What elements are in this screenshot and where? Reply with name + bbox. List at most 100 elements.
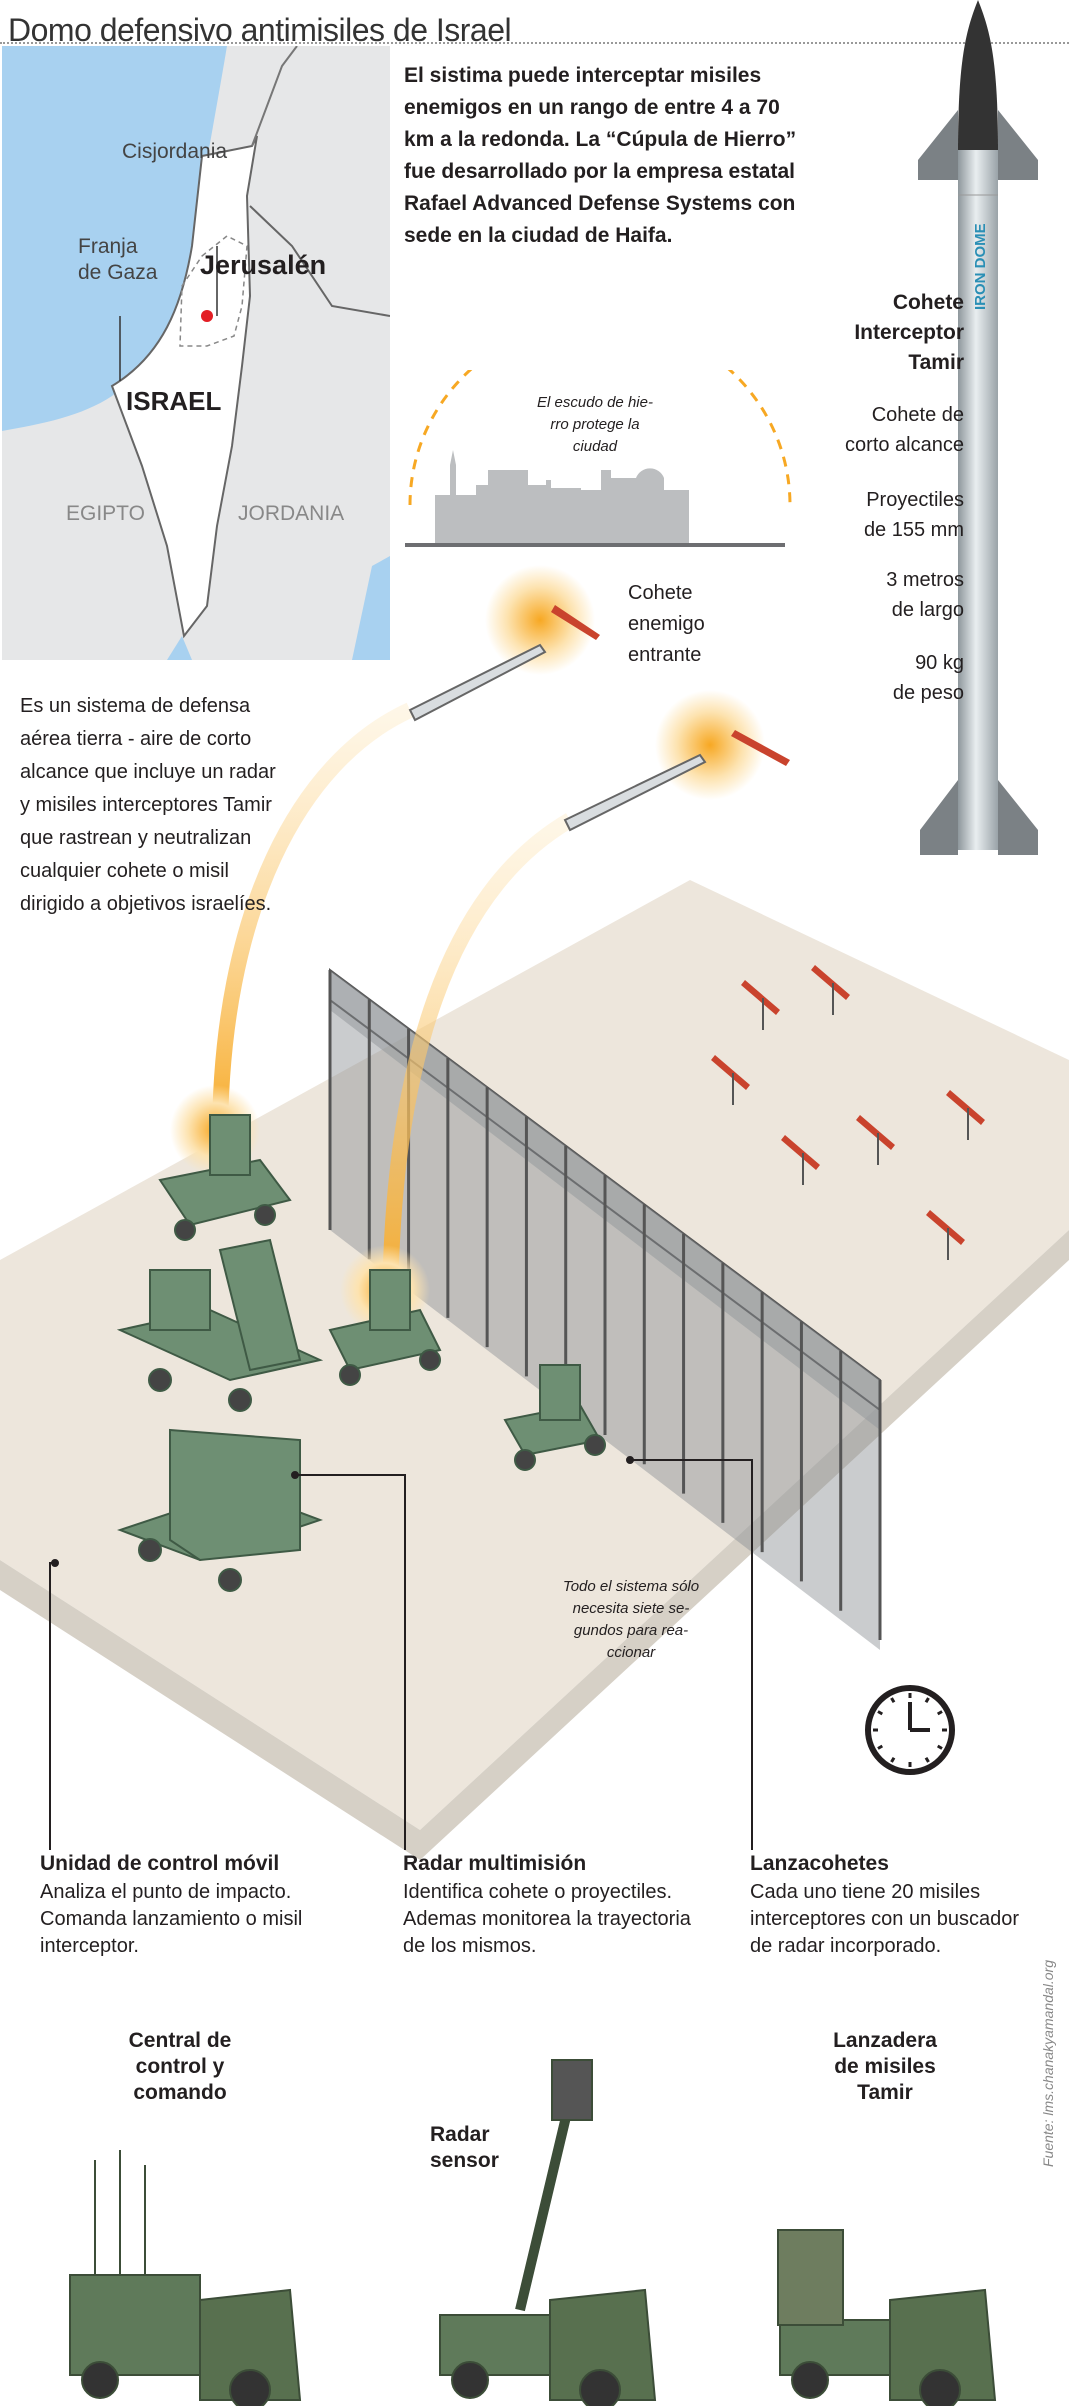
spec-line: 3 metros [886,569,964,591]
gaza-line2: de Gaza [78,261,158,284]
enemy-rocket-ground [946,1090,985,1125]
title-divider [0,42,1069,44]
note-line: necesita siete se- [572,1600,690,1617]
title-line: Lanzadera [833,2029,937,2052]
title-line: de misiles [834,2055,936,2078]
component-title: Lanzacohetes [750,1852,889,1875]
enemy-label-line: entrante [628,644,702,666]
interceptor-missile [408,643,547,722]
title-line: control y [135,2055,225,2078]
enemy-rocket [731,730,790,766]
enemy-rocket-ground [781,1135,820,1170]
clock-tick [877,1744,884,1750]
rocket-name-line: Tamir [908,351,964,374]
enemy-rocket-ground [856,1115,895,1150]
reaction-time-note: Todo el sistema sólo necesita siete se- … [526,1576,736,1664]
interceptor-trail [382,813,575,1321]
map-label-jordan: JORDANIA [238,502,345,525]
spec-line: corto alcance [845,434,964,456]
map-label-cisjordania: Cisjordania [122,140,228,163]
vehicle-title-radar: Radar sensor [430,2122,510,2174]
border-fence [328,968,882,1650]
component-text: Cada uno tiene 20 misiles interceptores … [750,1881,1020,1957]
enemy-rocket-ground [711,1055,750,1090]
enemy-label-line: Cohete [628,582,693,604]
launcher-vehicle [503,1364,606,1471]
system-description: Es un sistema de defensa aérea tierra - … [20,695,276,915]
control-vehicle [117,1428,323,1592]
tamir-rocket-illustration: IRON DOME [918,0,1038,855]
spec-length: 3 metros de largo [886,565,964,625]
enemy-rocket-ground [926,1210,965,1245]
dome-caption: El escudo de hie- rro protege la ciudad [500,392,690,458]
note-line: Todo el sistema sólo [562,1578,700,1595]
enemy-rocket-label: Cohete enemigo entrante [628,578,705,671]
intro-text: El sistima puede interceptar misiles ene… [404,64,797,247]
spec-line: Cohete de [871,404,964,426]
iron-dome-label: IRON DOME [972,223,989,310]
dome-caption-line: rro protege la [550,416,640,433]
israel-map: Cisjordania Franja de Gaza Jerusalén ISR… [2,45,391,660]
spec-line: Proyectiles [866,489,964,511]
clock-tick [877,1710,884,1716]
spec-line: de 155 mm [863,519,964,541]
title-line: Radar [430,2123,490,2146]
map-label-israel: ISRAEL [126,386,222,416]
radar-vehicle [116,1238,324,1412]
map-label-egypt: EGIPTO [66,502,145,525]
clock-tick [936,1710,943,1716]
rocket-name-line: Interceptor [854,321,964,344]
vehicle-title-command: Central de control y comando [100,2028,260,2106]
spec-caliber: Proyectiles de 155 mm [864,485,964,545]
dome-caption-line: El escudo de hie- [537,394,653,411]
title-line: comando [133,2081,227,2104]
radar-truck-photo [439,2059,657,2406]
gaza-line1: Franja [78,235,138,258]
dome-caption-line: ciudad [572,438,618,455]
component-title: Radar multimisión [403,1852,587,1875]
title-line: Central de [128,2029,232,2052]
spec-line: de peso [892,682,964,704]
interceptor-missile [563,753,707,832]
clock-tick [890,1697,896,1704]
clock-icon [865,1685,955,1775]
component-text: Analiza el punto de impacto. Comanda lan… [40,1881,303,1957]
clock-tick [924,1756,930,1763]
clock-tick [924,1697,930,1704]
jerusalem-dot [201,310,213,322]
component-title: Unidad de control móvil [40,1852,280,1875]
note-line: gundos para rea- [573,1622,689,1639]
component-text: Identifica cohete o proyectiles. Ademas … [403,1881,691,1957]
enemy-label-line: enemigo [628,613,705,635]
rocket-name: Cohete Interceptor Tamir [854,288,964,378]
vehicle-photos [69,2059,997,2406]
enemy-rocket-ground [811,965,850,1000]
enemy-rocket-ground [741,980,780,1015]
clock-tick [936,1744,943,1750]
command-truck-photo [69,2150,302,2406]
explosion-burst [485,565,595,675]
enemy-rocket [551,605,600,640]
title-line: sensor [430,2149,499,2172]
launcher-vehicle [328,1269,442,1386]
source-credit: Fuente: lms.chanakyamandal.org [1040,1960,1056,2167]
city-shield-illustration [405,370,792,547]
spec-range: Cohete de corto alcance [845,400,964,460]
map-graphic [2,45,391,660]
ground-plane [0,880,1069,1830]
map-label-jerusalem: Jerusalén [200,250,327,280]
note-line: ccionar [606,1644,656,1661]
launcher-truck-photo [777,2229,997,2406]
spec-line: de largo [891,599,964,621]
clock-tick [890,1756,896,1763]
launcher-vehicle [158,1114,292,1241]
title-line: Tamir [857,2081,913,2104]
map-label-gaza: Franja de Gaza [78,234,157,286]
rocket-name-line: Cohete [892,291,964,314]
battlefield-scene [0,565,1069,1860]
